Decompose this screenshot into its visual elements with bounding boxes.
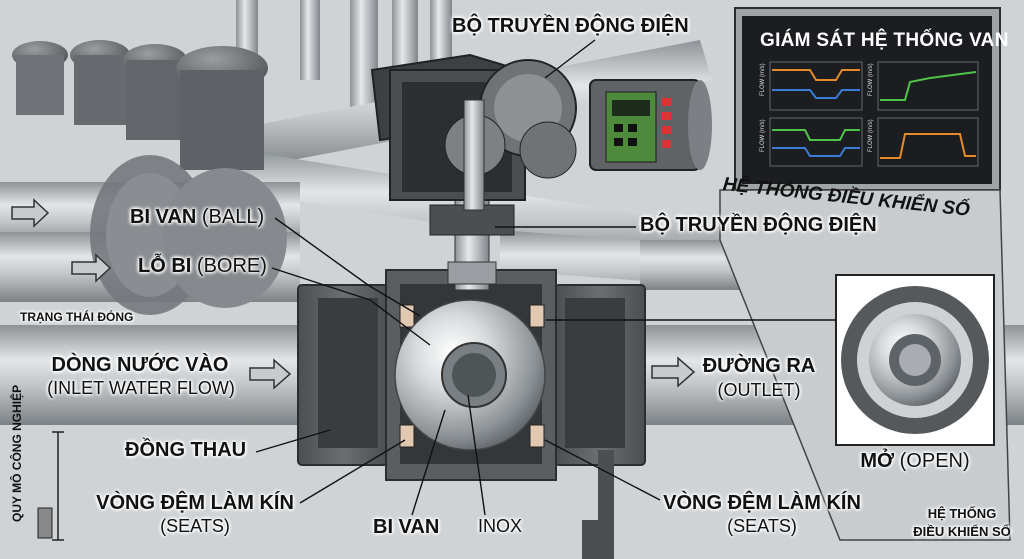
chart-axis-label-2: FLOW (m/s) bbox=[868, 63, 874, 96]
seat-right-label: VÒNG ĐỆM LÀM KÍN bbox=[663, 492, 861, 514]
background-valves bbox=[12, 40, 268, 170]
outlet-label: ĐƯỜNG RA bbox=[702, 355, 816, 377]
chart-axis-label-3: FLOW (m/s) bbox=[760, 119, 766, 152]
bore-label: LỖ BI (BORE) bbox=[138, 255, 267, 277]
seat-right-en-label: (SEATS) bbox=[727, 516, 797, 536]
actuator bbox=[370, 53, 712, 211]
chart-axis-label-1: FLOW (m/s) bbox=[760, 63, 766, 96]
open-label: MỞ (OPEN) bbox=[860, 450, 970, 472]
inlet-en-label: (INLET WATER FLOW) bbox=[47, 378, 235, 398]
ball-label: BI VAN (BALL) bbox=[130, 206, 265, 228]
system-label-line1: HỆ THỐNG bbox=[927, 506, 997, 521]
brass-label: ĐỒNG THAU bbox=[125, 439, 247, 461]
seat-left-label: VÒNG ĐỆM LÀM KÍN bbox=[96, 492, 294, 514]
industrial-scale-label: QUY MÔ CÔNG NGHIỆP bbox=[10, 384, 24, 522]
open-inset bbox=[835, 274, 995, 446]
chart-axis-label-4: FLOW (m/s) bbox=[868, 119, 874, 152]
actuator-top-label: BỘ TRUYỀN ĐỘNG ĐIỆN bbox=[452, 15, 689, 37]
inlet-label: DÒNG NƯỚC VÀO bbox=[51, 354, 229, 376]
actuator-right-label: BỘ TRUYỀN ĐỘNG ĐIỆN bbox=[640, 214, 877, 236]
system-label-line2: ĐIỀU KHIỂN SỐ bbox=[913, 524, 1011, 539]
monitor-title: GIÁM SÁT HỆ THỐNG VAN bbox=[760, 30, 1009, 51]
closed-state-label: TRẠNG THÁI ĐÓNG bbox=[20, 310, 134, 324]
stainless-label: INOX bbox=[478, 516, 523, 536]
ball-bottom-label: BI VAN bbox=[373, 516, 440, 538]
outlet-en-label: (OUTLET) bbox=[717, 380, 801, 400]
seat-left-en-label: (SEATS) bbox=[160, 516, 230, 536]
